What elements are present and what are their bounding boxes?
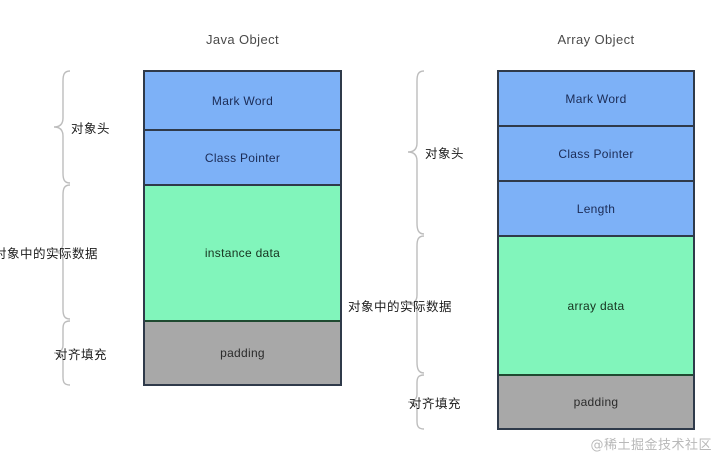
- memory-row-padding: padding: [145, 322, 340, 384]
- diagram-title-java-object: Java Object: [205, 32, 280, 47]
- memory-row-class-pointer: Class Pointer: [499, 127, 693, 182]
- memory-layout-array-object: Mark Word Class Pointer Length array dat…: [497, 70, 695, 430]
- annotation-label: 对象中的实际数据: [347, 299, 452, 314]
- memory-layout-java-object: Mark Word Class Pointer instance data pa…: [143, 70, 342, 386]
- memory-row-label: instance data: [204, 246, 281, 260]
- memory-row-instance-data: instance data: [145, 186, 340, 322]
- memory-row-label: padding: [220, 346, 265, 360]
- memory-row-label: array data: [567, 298, 625, 313]
- memory-row-label: Mark Word: [565, 91, 627, 106]
- annotation-label: 对齐填充: [408, 396, 461, 411]
- annotation-label: 对象头: [424, 146, 464, 161]
- annotation-array-object-data: 对象中的实际数据: [348, 235, 497, 374]
- annotation-label: 对象中的实际数据: [0, 246, 98, 261]
- annotation-array-object-padding: 对齐填充: [404, 374, 497, 430]
- memory-row-array-data: array data: [499, 237, 693, 376]
- watermark: @稀土掘金技术社区: [590, 438, 712, 453]
- brace-icon: [53, 320, 71, 386]
- memory-row-label: padding: [573, 395, 619, 409]
- annotation-java-object-padding: 对齐填充: [50, 320, 143, 386]
- memory-row-mark-word: Mark Word: [499, 72, 693, 127]
- annotation-array-object-header: 对象头: [404, 70, 497, 235]
- annotation-java-object-header: 对象头: [50, 70, 143, 184]
- memory-row-label: Class Pointer: [558, 146, 634, 161]
- memory-row-label: Class Pointer: [204, 150, 281, 165]
- brace-icon: [53, 70, 71, 184]
- annotation-java-object-data: 对象中的实际数据: [0, 184, 143, 320]
- memory-row-label: Mark Word: [211, 93, 274, 108]
- brace-icon: [407, 235, 425, 374]
- annotation-label: 对象头: [70, 121, 110, 136]
- annotation-label: 对齐填充: [54, 347, 107, 362]
- memory-row-padding: padding: [499, 376, 693, 428]
- memory-row-class-pointer: Class Pointer: [145, 131, 340, 186]
- diagram-title-array-object: Array Object: [557, 32, 635, 47]
- memory-row-label: Length: [576, 201, 616, 216]
- brace-icon: [53, 184, 71, 320]
- memory-row-length: Length: [499, 182, 693, 237]
- memory-row-mark-word: Mark Word: [145, 72, 340, 131]
- brace-icon: [407, 374, 425, 430]
- brace-icon: [407, 70, 425, 235]
